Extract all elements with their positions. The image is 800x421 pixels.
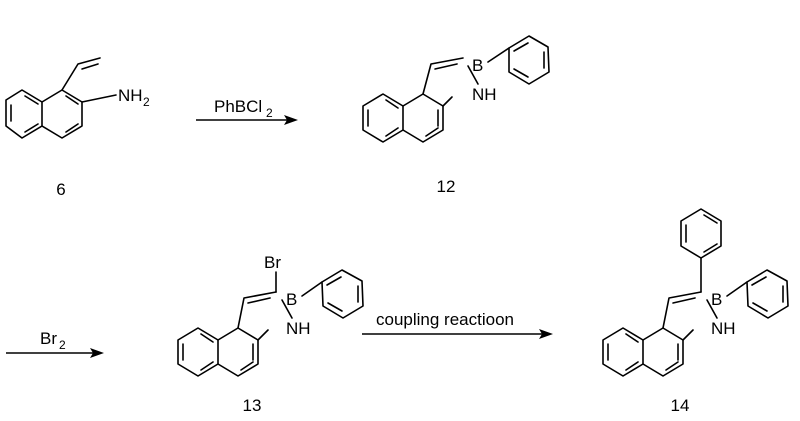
reaction-arrow-1 bbox=[196, 115, 298, 125]
compound-number-12: 12 bbox=[437, 177, 456, 196]
reagent-br-subscript: 2 bbox=[59, 338, 66, 352]
nh2-label: NH bbox=[118, 86, 143, 105]
reaction-arrow-3 bbox=[362, 329, 553, 339]
nh-label-14: NH bbox=[711, 319, 736, 338]
compound-13-structure bbox=[177, 269, 364, 377]
reaction-arrow-2 bbox=[6, 348, 104, 358]
compound-12-structure bbox=[362, 35, 550, 143]
boron-label-14: B bbox=[711, 290, 722, 309]
nh-label-12: NH bbox=[472, 85, 497, 104]
reagent-label: PhBCl bbox=[214, 97, 262, 116]
nh-label-13: NH bbox=[286, 319, 311, 338]
nh2-subscript: 2 bbox=[143, 95, 150, 109]
reagent-br2: Br 2 bbox=[40, 329, 66, 352]
boron-label-13: B bbox=[286, 290, 297, 309]
compound-6-structure-detail bbox=[5, 57, 117, 139]
compound-number-13: 13 bbox=[243, 396, 262, 415]
compound-6-nh2: NH 2 bbox=[118, 86, 150, 109]
compound-number-14: 14 bbox=[671, 396, 690, 415]
compound-number-6: 6 bbox=[56, 180, 65, 199]
reagent-phbcl2: PhBCl 2 bbox=[214, 97, 273, 120]
reagent-coupling-label: coupling reactioon bbox=[376, 310, 514, 329]
compound-14-structure bbox=[602, 208, 789, 377]
reagent-subscript: 2 bbox=[266, 106, 273, 120]
boron-label-12: B bbox=[472, 56, 483, 75]
bromine-label-13: Br bbox=[264, 253, 281, 272]
reagent-br-label: Br bbox=[40, 329, 57, 348]
